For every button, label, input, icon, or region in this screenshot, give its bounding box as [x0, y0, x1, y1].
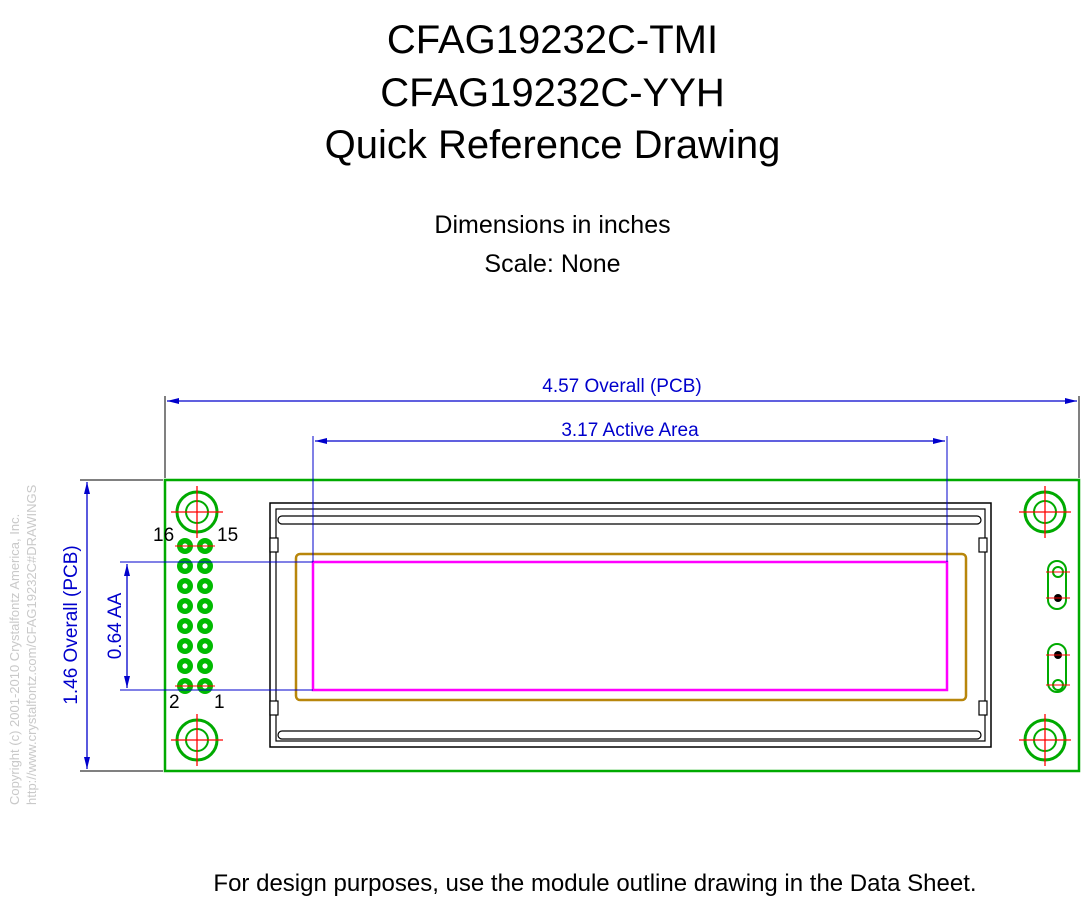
copyright-notice: Copyright (c) 2001-2010 Crystalfontz Ame…	[6, 385, 40, 805]
pin-label-16: 16	[153, 525, 174, 546]
mounting-hole-bottom-right	[1019, 714, 1071, 766]
connector-pin-hole	[182, 563, 188, 569]
connector-pin-hole	[202, 663, 208, 669]
viewing-area	[294, 552, 968, 702]
title-line-3: Quick Reference Drawing	[324, 123, 781, 167]
backlight-pad-upper	[1046, 560, 1070, 610]
connector-pin-hole	[182, 663, 188, 669]
connector-pin-hole	[182, 603, 188, 609]
copyright-line: Copyright (c) 2001-2010 Crystalfontz Ame…	[7, 513, 22, 805]
dimensions-note: Dimensions in inches	[434, 211, 671, 239]
frame-tab-bottom-left	[269, 700, 279, 716]
overall-height-dimension	[80, 479, 163, 772]
active-width-label: 3.17 Active Area	[561, 420, 699, 441]
connector-pin-hole	[202, 643, 208, 649]
scale-note: Scale: None	[484, 250, 621, 278]
frame-tab-top-right	[978, 537, 988, 553]
connector-pin-hole	[182, 583, 188, 589]
connector-pin-hole	[182, 623, 188, 629]
frame-slot-top	[277, 515, 982, 525]
connector-pin-hole	[182, 643, 188, 649]
copyright-url: http://www.crystalfontz.com/CFAG19232C#D…	[24, 484, 39, 805]
frame-tab-top-left	[269, 537, 279, 553]
title-line-2: CFAG19232C-YYH	[380, 71, 725, 115]
connector-pin-hole	[202, 623, 208, 629]
lcd-frame	[269, 502, 992, 748]
active-area	[311, 560, 949, 692]
active-height-label: 0.64 AA	[105, 592, 126, 659]
pin-label-2: 2	[169, 692, 180, 713]
overall-width-label: 4.57 Overall (PCB)	[542, 376, 701, 397]
connector-pin-hole	[202, 603, 208, 609]
pin-label-1: 1	[214, 692, 225, 713]
connector-pins	[175, 538, 215, 694]
pcb-outline	[163, 478, 1081, 773]
mounting-hole-bottom-left	[171, 714, 223, 766]
title-line-1: CFAG19232C-TMI	[386, 18, 719, 62]
overall-width-dimension	[164, 396, 1080, 478]
footer-note: For design purposes, use the module outl…	[213, 870, 977, 897]
mounting-hole-top-right	[1019, 486, 1071, 538]
active-width-dimension	[312, 436, 948, 562]
lcd-frame-inner	[275, 508, 986, 742]
connector-pin-hole	[202, 583, 208, 589]
overall-height-label: 1.46 Overall (PCB)	[61, 545, 82, 704]
pin-label-15: 15	[217, 525, 238, 546]
backlight-pad-lower	[1046, 643, 1070, 693]
frame-slot-bottom	[277, 730, 982, 740]
active-height-dimension	[120, 561, 313, 691]
frame-tab-bottom-right	[978, 700, 988, 716]
connector-pin-hole	[202, 563, 208, 569]
mounting-hole-top-left	[171, 486, 223, 538]
